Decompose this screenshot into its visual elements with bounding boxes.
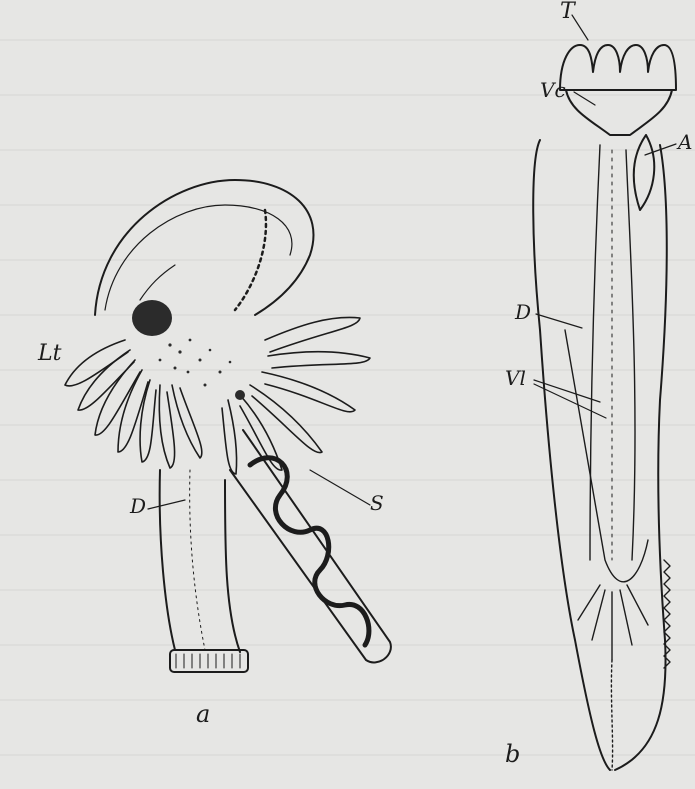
tentacles-left bbox=[65, 340, 202, 468]
inner-tube-left bbox=[590, 145, 600, 560]
label-s: S bbox=[370, 493, 384, 513]
ganglion-mass bbox=[132, 300, 172, 336]
panel-label-a: a bbox=[196, 702, 210, 726]
specimen-b-drawing bbox=[533, 15, 676, 770]
hood-outline bbox=[95, 180, 313, 315]
specimen-a-drawing bbox=[65, 180, 391, 672]
body-left-edge bbox=[533, 140, 610, 770]
label-anus: A bbox=[678, 132, 692, 152]
label-vl: Vl bbox=[505, 368, 526, 388]
bleed-through-text bbox=[0, 40, 695, 755]
inner-tube-right bbox=[626, 150, 635, 560]
leader-vc bbox=[574, 92, 595, 105]
stalk-right bbox=[225, 480, 240, 652]
label-lt: Lt bbox=[38, 343, 61, 365]
label-d-b: D bbox=[515, 302, 531, 322]
label-d-a: D bbox=[130, 496, 146, 516]
label-t: T bbox=[560, 1, 575, 23]
base-hatching bbox=[176, 654, 240, 668]
base-filaments bbox=[578, 585, 648, 770]
hood-inner bbox=[105, 205, 292, 310]
leader-d-b bbox=[536, 314, 582, 328]
leader-s bbox=[310, 470, 370, 505]
stomach-coil bbox=[250, 458, 369, 645]
hood-fold bbox=[140, 265, 175, 300]
body-right-edge bbox=[615, 145, 667, 770]
anal-tube bbox=[634, 135, 655, 210]
disc-stipple bbox=[159, 339, 245, 400]
stalk-duct bbox=[190, 470, 205, 650]
label-vc: Vc bbox=[540, 80, 566, 100]
leader-d-a bbox=[148, 500, 185, 509]
tentacle-crown bbox=[560, 45, 676, 90]
stalk-left bbox=[160, 470, 175, 650]
base-ring bbox=[170, 650, 248, 672]
panel-label-b: b bbox=[505, 742, 520, 766]
